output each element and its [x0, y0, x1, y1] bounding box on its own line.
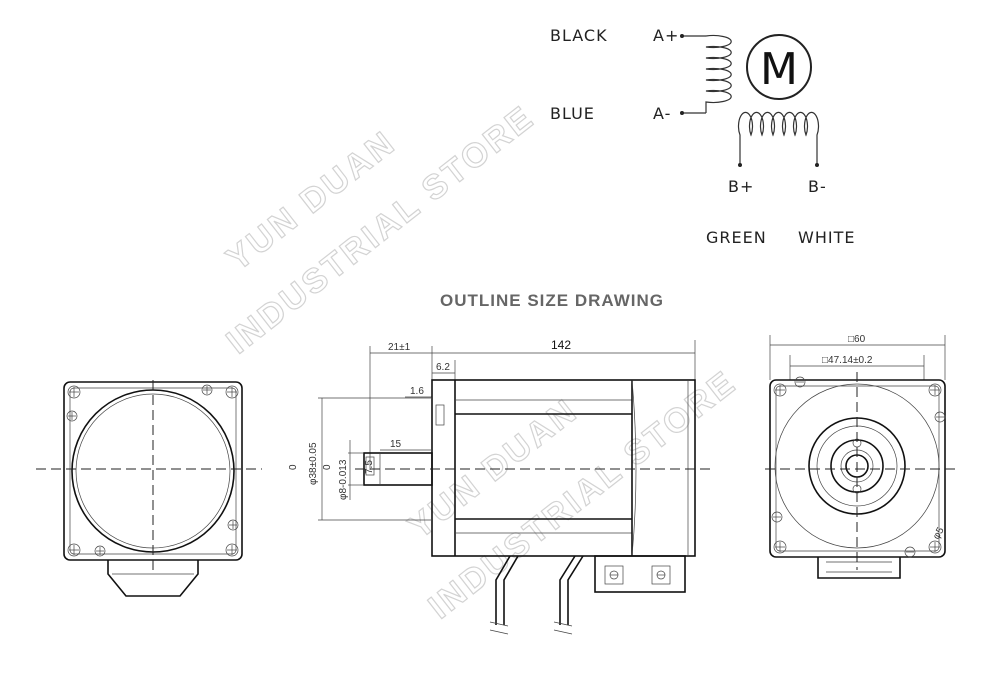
body-length-dimension: 142 — [551, 338, 571, 352]
coil-b — [737, 111, 820, 167]
hole-spacing-dimension: □47.14±0.2 — [822, 355, 873, 366]
screw-icon — [227, 519, 239, 531]
screw-icon — [67, 543, 81, 557]
screw-icon — [794, 376, 806, 388]
screw-icon — [934, 411, 946, 423]
phase-a-plus-label: A+ — [653, 26, 679, 45]
step-dimension: 1.6 — [410, 386, 424, 397]
phase-b-plus-label: B+ — [728, 177, 754, 196]
screw-icon — [67, 385, 81, 399]
rear-view — [36, 380, 262, 597]
shaft-diameter-dimension: φ8-0.013 — [338, 459, 349, 500]
screw-icon — [904, 546, 916, 558]
shaft-length-dimension: 21±1 — [388, 342, 411, 353]
screw-icon — [928, 383, 942, 397]
motor-symbol-icon — [746, 34, 812, 100]
key-length-dimension: 15 — [390, 439, 402, 450]
flange-depth-dimension: 6.2 — [436, 362, 450, 373]
screw-icon — [225, 543, 239, 557]
drawing-title: OUTLINE SIZE DRAWING — [440, 291, 664, 310]
screw-icon — [656, 570, 666, 580]
screw-icon — [225, 385, 239, 399]
shaft-diameter-tolerance: 0 — [322, 464, 333, 470]
wire-color-blue-label: BLUE — [550, 104, 595, 123]
pilot-diameter-tolerance: 0 — [288, 464, 299, 470]
screw-icon — [66, 410, 78, 422]
front-view: □60 □47.14±0.2 φ5 — [765, 334, 955, 579]
phase-a-minus-label: A- — [653, 104, 671, 123]
pilot-diameter-dimension: φ38±0.05 — [308, 442, 319, 485]
flange-size-dimension: □60 — [848, 334, 866, 345]
wire-color-white-label: WHITE — [798, 228, 855, 247]
key-depth-dimension: 7.5 — [364, 460, 375, 474]
screw-icon — [773, 383, 787, 397]
screw-icon — [609, 570, 619, 580]
phase-b-minus-label: B- — [808, 177, 827, 196]
screw-icon — [94, 545, 106, 557]
wire-color-green-label: GREEN — [706, 228, 767, 247]
screw-icon — [771, 511, 783, 523]
screw-icon — [773, 540, 787, 554]
screw-icon — [928, 540, 942, 554]
motor-symbol-label: M — [760, 44, 798, 95]
wiring-diagram: BLACK A+ BLUE A- M B+ B- GREEN WHITE — [550, 26, 855, 247]
watermark: YUN DUAN INDUSTRIAL STORE YUN DUAN INDUS… — [219, 97, 744, 627]
hole-diameter-dimension: φ5 — [931, 525, 947, 541]
coil-a — [680, 34, 732, 115]
screw-icon — [201, 384, 213, 396]
side-view: 21±1 142 6.2 1.6 15 7.5 0 φ38±0.05 — [288, 338, 715, 635]
wire-color-black-label: BLACK — [550, 26, 608, 45]
